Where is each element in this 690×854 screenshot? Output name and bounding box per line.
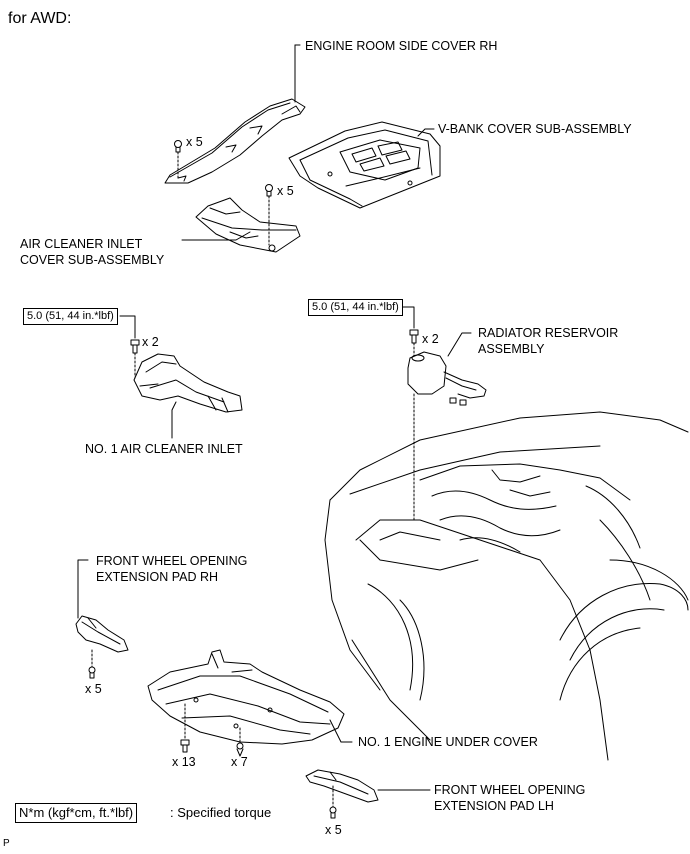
qty-reservoir-bolts: x 2 [422,332,439,346]
air-cleaner-inlet-cover-part [195,197,301,253]
pad-lh-clip-icon [329,806,337,819]
reservoir-bolt-icon [409,329,419,344]
label-v-bank-cover: V-BANK COVER SUB-ASSEMBLY [438,122,632,136]
label-front-wheel-pad-rh-line1: FRONT WHEEL OPENING [96,554,248,568]
qty-under-cover-bolts: x 13 [172,755,196,769]
label-no1-air-cleaner-inlet: NO. 1 AIR CLEANER INLET [85,442,243,456]
pad-rh-clip-icon [88,666,96,679]
qty-air-cleaner-inlet-bolts: x 2 [142,335,159,349]
qty-pad-lh-fasteners: x 5 [325,823,342,837]
radiator-reservoir-part [407,351,487,406]
label-front-wheel-pad-rh-line2: EXTENSION PAD RH [96,570,219,584]
label-radiator-reservoir-line1: RADIATOR RESERVOIR [478,326,619,340]
torque-box-air-cleaner-inlet: 5.0 (51, 44 in.*lbf) [23,308,118,325]
label-no1-engine-under-cover: NO. 1 ENGINE UNDER COVER [358,735,538,749]
under-cover-bolt-icon [180,739,190,753]
torque-box-radiator-reservoir: 5.0 (51, 44 in.*lbf) [308,299,403,316]
qty-side-cover-fasteners: x 5 [186,135,203,149]
no1-air-cleaner-inlet-part [133,353,243,413]
front-wheel-pad-lh-part [305,769,379,803]
page-header: for AWD: [8,10,72,27]
label-air-cleaner-inlet-cover-line1: AIR CLEANER INLET [20,237,143,251]
figure-code: P [3,838,10,849]
front-wheel-pad-rh-part [75,615,129,653]
v-bank-cover-part [288,121,441,209]
qty-air-cleaner-cover-fasteners: x 5 [277,184,294,198]
legend-description: : Specified torque [170,805,272,820]
air-cleaner-cover-clip-icon [265,184,273,197]
engine-room-side-cover-rh-part [164,98,306,184]
under-cover-clip-icon [236,742,244,757]
label-front-wheel-pad-lh-line1: FRONT WHEEL OPENING [434,783,586,797]
vehicle-body-part [324,411,689,761]
qty-under-cover-clips: x 7 [231,755,248,769]
air-cleaner-inlet-bolt-icon [130,339,140,354]
label-radiator-reservoir-line2: ASSEMBLY [478,342,545,356]
legend-torque-box: N*m (kgf*cm, ft.*lbf) [15,803,138,823]
label-front-wheel-pad-lh-line2: EXTENSION PAD LH [434,799,554,813]
label-engine-room-side-cover-rh: ENGINE ROOM SIDE COVER RH [305,39,498,53]
qty-pad-rh-fasteners: x 5 [85,682,102,696]
side-cover-clip-icon [174,140,182,153]
no1-engine-under-cover-part [147,649,345,745]
label-air-cleaner-inlet-cover-line2: COVER SUB-ASSEMBLY [20,253,165,267]
